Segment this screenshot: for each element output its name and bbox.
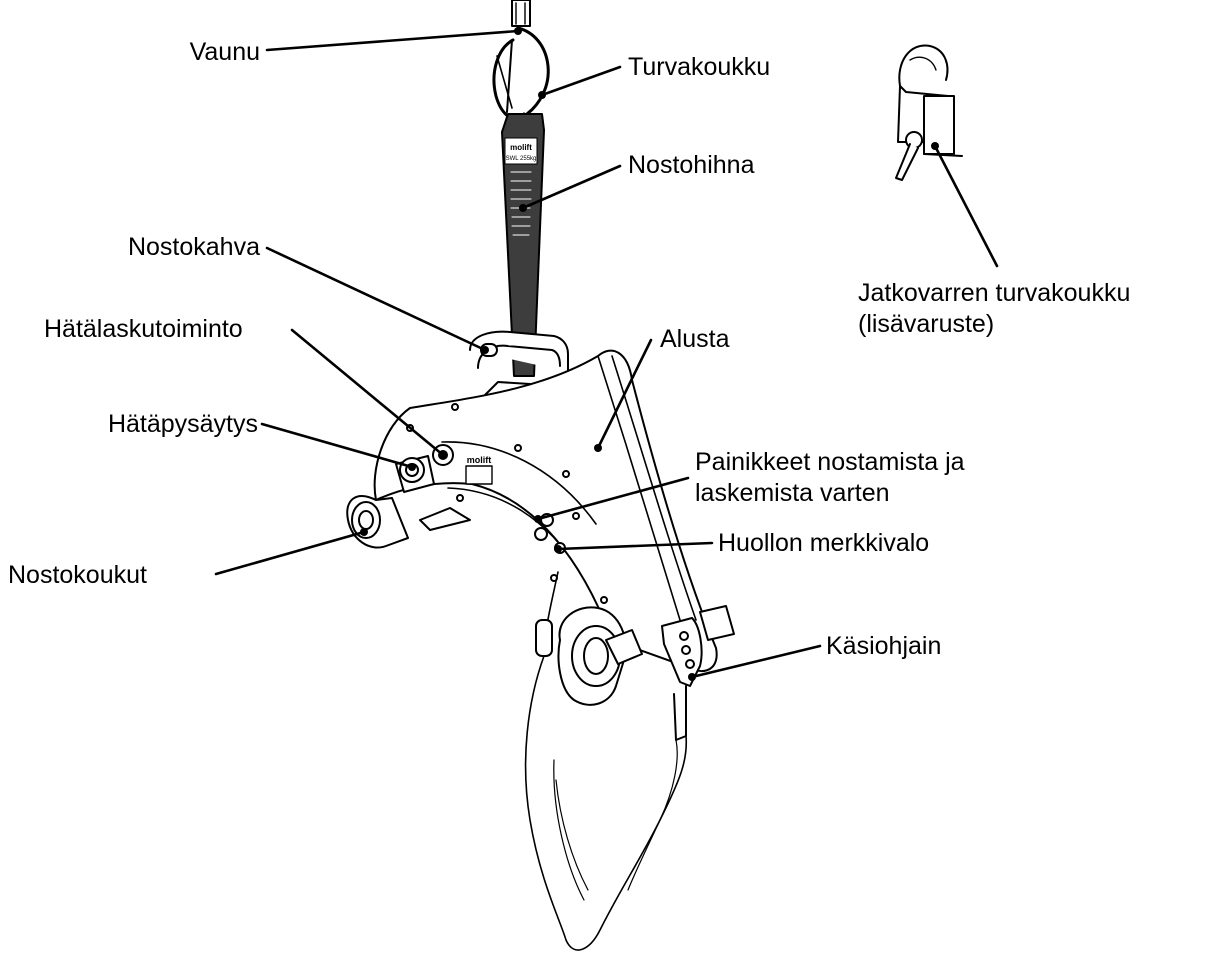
label-kasiohjain: Käsiohjain [826, 631, 941, 662]
strap-swl: SWL 255kg [506, 156, 537, 162]
label-jatkovarren-line2: (lisävaruste) [858, 309, 994, 340]
label-nostohihna: Nostohihna [628, 150, 754, 181]
strap-brand: molift [510, 143, 532, 152]
leader-hatalaskutoiminto [292, 330, 443, 455]
trolley [512, 0, 530, 26]
label-painikkeet-line2: laskemista varten [695, 478, 890, 509]
label-turvakoukku: Turvakoukku [628, 52, 770, 83]
leader-vaunu [267, 31, 518, 50]
extension-arm-safety-hook [896, 45, 962, 180]
label-huollon-merkkivalo: Huollon merkkivalo [718, 528, 929, 559]
label-nostokoukut: Nostokoukut [8, 560, 147, 591]
lifting-hook-left [347, 496, 470, 547]
hand-control [662, 618, 702, 740]
label-vaunu: Vaunu [150, 37, 260, 68]
label-jatkovarren-line1: Jatkovarren turvakoukku [858, 278, 1130, 309]
label-hatapysaytys: Hätäpysäytys [40, 409, 258, 440]
leader-nostokoukut [216, 532, 364, 574]
leader-jatkovarren [935, 146, 997, 266]
label-alusta: Alusta [660, 324, 729, 355]
label-hatalaskutoiminto: Hätälaskutoiminto [44, 314, 243, 345]
leader-turvakoukku [542, 67, 620, 95]
safety-hook [494, 28, 548, 119]
label-painikkeet-line1: Painikkeet nostamista ja [695, 447, 965, 478]
body-brand: molift [467, 455, 492, 465]
label-nostokahva: Nostokahva [60, 232, 260, 263]
